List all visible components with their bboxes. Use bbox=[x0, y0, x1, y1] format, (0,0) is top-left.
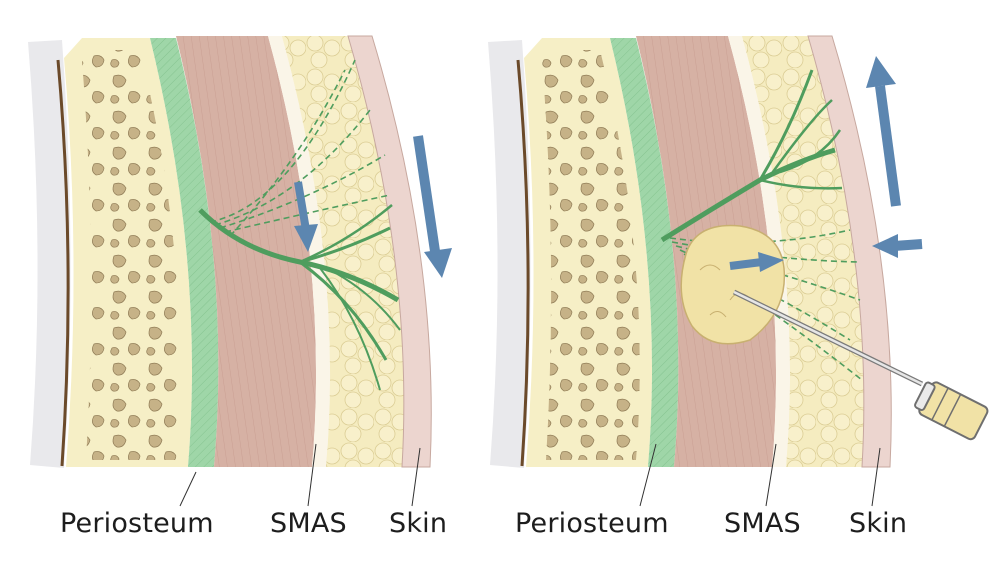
label-periosteum-left: Periosteum bbox=[60, 508, 214, 539]
bone-spots-left bbox=[82, 50, 180, 460]
shadow-left bbox=[28, 40, 71, 468]
syringe-hub bbox=[914, 381, 989, 441]
bone-cortex-left bbox=[56, 59, 70, 467]
leader-skin-right bbox=[871, 447, 881, 507]
label-smas-left: SMAS bbox=[270, 508, 347, 539]
skin-left bbox=[347, 35, 432, 468]
shadow-right bbox=[488, 40, 531, 468]
arrow-left-right bbox=[893, 239, 923, 251]
right-panel bbox=[488, 35, 989, 507]
arrow-up-right bbox=[875, 85, 901, 207]
label-smas-right: SMAS bbox=[724, 508, 801, 539]
leader-smas-right bbox=[765, 443, 777, 507]
leader-periosteum-right bbox=[639, 443, 657, 507]
bone-spots-right bbox=[542, 50, 640, 460]
arrow-down-large-left bbox=[413, 135, 441, 259]
leader-periosteum-left bbox=[179, 471, 197, 507]
smas-layer-left bbox=[268, 36, 331, 467]
arrow-down-small-left bbox=[294, 181, 310, 231]
leader-skin-left bbox=[411, 447, 421, 507]
left-panel bbox=[28, 35, 452, 507]
leader-smas-left bbox=[307, 443, 317, 507]
label-skin-left: Skin bbox=[389, 508, 448, 539]
arrow-right-small-right bbox=[729, 258, 763, 270]
bone-cortex-right bbox=[516, 59, 530, 467]
label-periosteum-right: Periosteum bbox=[515, 508, 669, 539]
label-skin-right: Skin bbox=[849, 508, 908, 539]
